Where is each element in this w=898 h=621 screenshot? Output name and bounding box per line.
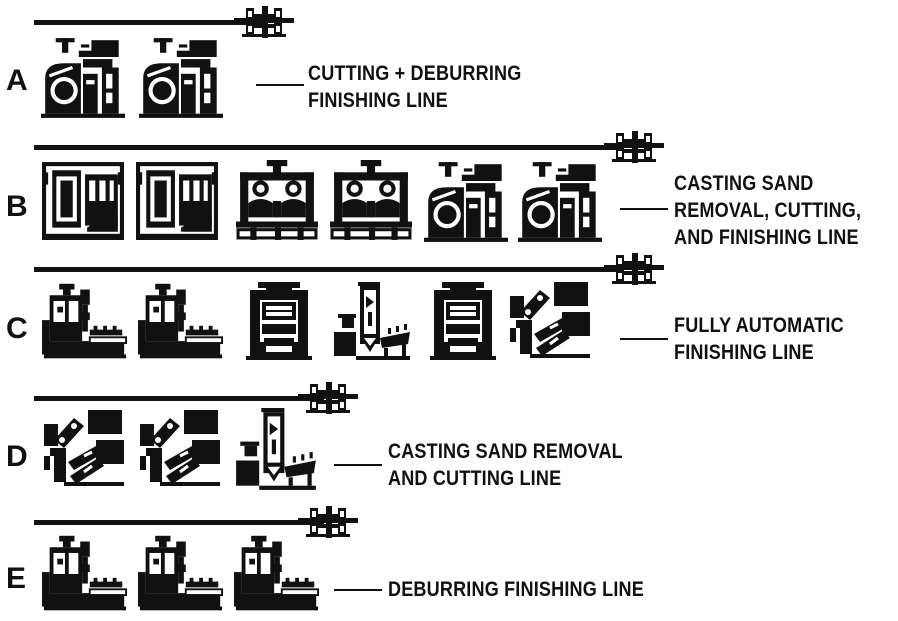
deburring-machine-icon — [234, 534, 320, 614]
conveyor-rail — [34, 20, 266, 25]
line-letter: A — [6, 64, 28, 97]
line-c: C FULLY AUTOMATIC FINISHING LINE — [6, 0, 844, 366]
label-line: CASTING SAND REMOVAL — [388, 440, 623, 463]
conveyor-rail — [34, 396, 324, 401]
line-d: D CASTING SAND REMOVAL AND CUTTING LINE — [6, 0, 623, 492]
label-line: FINISHING LINE — [308, 89, 448, 112]
label-line: AND FINISHING LINE — [674, 226, 859, 249]
label-line: DEBURRING FINISHING LINE — [388, 578, 644, 601]
line-letter: E — [6, 562, 27, 595]
leader-line — [620, 338, 668, 340]
line-label: CASTING SAND REMOVAL, CUTTING, AND FINIS… — [674, 170, 861, 251]
deburring-machine-icon — [138, 534, 224, 614]
leader-line — [334, 589, 382, 591]
line-label: CUTTING + DEBURRING FINISHING LINE — [308, 60, 521, 114]
label-line: CUTTING + DEBURRING — [308, 62, 522, 85]
leader-line — [334, 464, 382, 466]
label-line: AND CUTTING LINE — [388, 467, 562, 490]
line-letter: D — [6, 440, 28, 473]
conveyor-rail — [34, 520, 324, 525]
line-a: A CUTTING + DEBURRING FINISHING LINE — [0, 0, 898, 125]
line-label: DEBURRING FINISHING LINE — [388, 576, 644, 603]
label-line: CASTING SAND — [674, 172, 814, 195]
line-letter: B — [6, 190, 28, 223]
label-line: REMOVAL, CUTTING, — [674, 199, 862, 222]
line-label: CASTING SAND REMOVAL AND CUTTING LINE — [388, 438, 623, 492]
label-line: FULLY AUTOMATIC — [674, 314, 844, 337]
deburring-machine-icon — [42, 534, 128, 614]
line-letter: C — [6, 312, 28, 345]
leader-line — [620, 208, 668, 210]
line-label: FULLY AUTOMATIC FINISHING LINE — [674, 312, 844, 366]
conveyor-rail — [34, 145, 616, 150]
conveyor-rail — [34, 267, 616, 272]
label-line: FINISHING LINE — [674, 341, 814, 364]
line-b: B CASTING SAND REMOVAL, CUTTING, AND FIN… — [0, 0, 898, 260]
leader-line — [256, 84, 304, 86]
